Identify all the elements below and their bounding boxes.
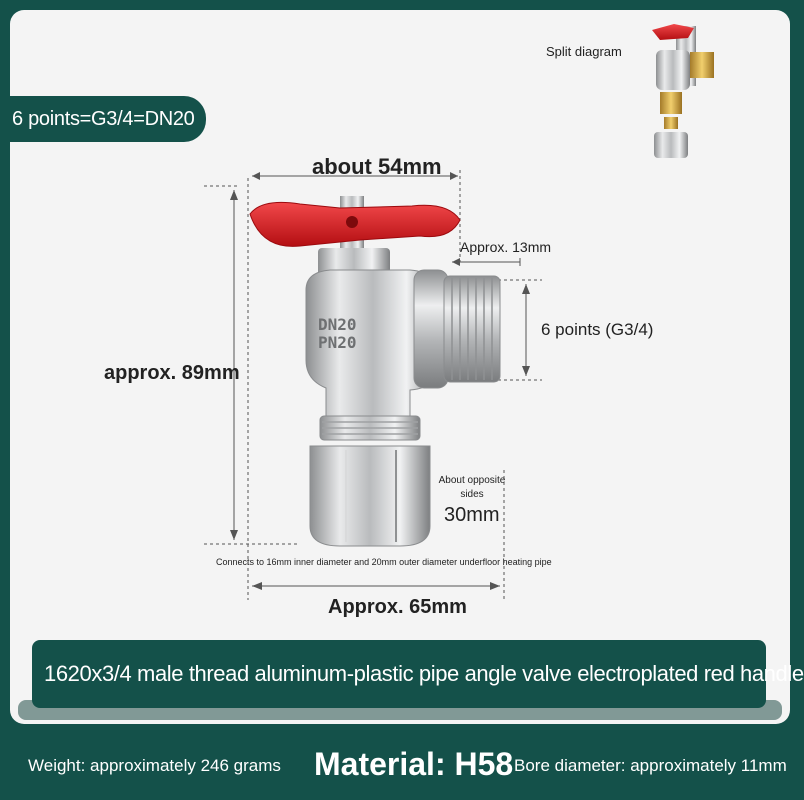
product-title-banner: 1620x3/4 male thread aluminum-plastic pi… <box>32 640 804 708</box>
dimension-width-bottom: Approx. 65mm <box>328 596 467 618</box>
dimension-lines <box>204 170 542 602</box>
dimension-thread-length: Approx. 13mm <box>460 239 552 255</box>
valve-marking-dn: DN20 <box>318 315 357 334</box>
dimension-width-top: about 54mm <box>312 154 442 179</box>
material-spec: Material: H58 <box>314 746 514 782</box>
split-diagram-image <box>652 24 714 158</box>
valve-marking-pn: PN20 <box>318 333 357 352</box>
angle-valve-image <box>249 196 501 547</box>
dimension-across-flats-value: 30mm <box>444 504 500 526</box>
bore-spec: Bore diameter: approximately 11mm <box>514 756 787 775</box>
weight-spec: Weight: approximately 246 grams <box>28 756 281 775</box>
pipe-connection-note: Connects to 16mm inner diameter and 20mm… <box>216 557 552 567</box>
dimension-height: approx. 89mm <box>104 362 240 384</box>
dimension-across-flats-caption: About opposite sides <box>438 475 506 500</box>
split-diagram-label: Split diagram <box>546 44 622 59</box>
spec-tag: 6 points=G3/4=DN20 <box>0 96 206 142</box>
dimension-thread-size: 6 points (G3/4) <box>541 320 654 339</box>
